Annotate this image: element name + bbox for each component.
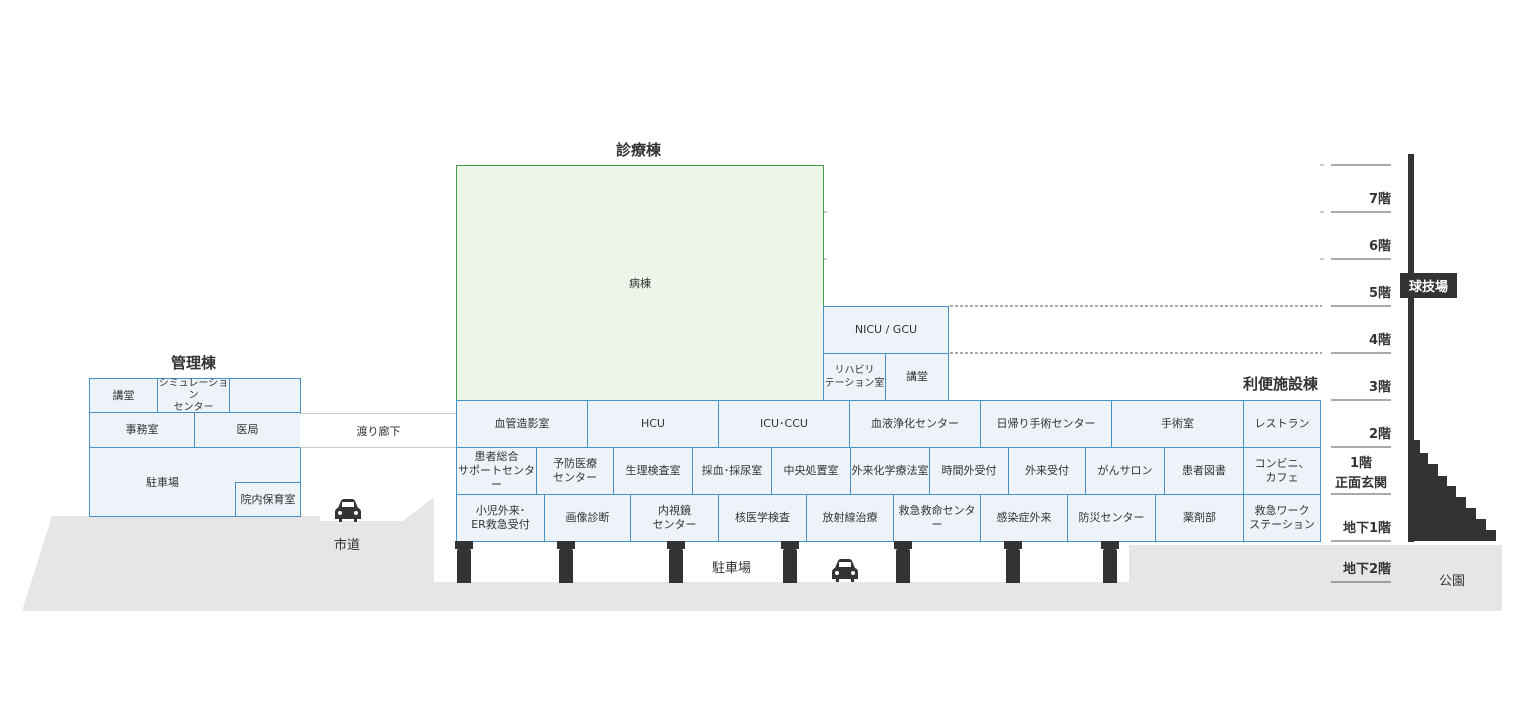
car-icon [335, 499, 361, 522]
physiology-lab: 生理検査室 [613, 447, 693, 495]
main-auditorium: 講堂 [885, 353, 949, 401]
operating-room: 手術室 [1111, 400, 1244, 448]
admin-medical-office: 医局 [194, 412, 301, 448]
admin-auditorium: 講堂 [89, 378, 158, 413]
corridor: 渡り廊下 [300, 413, 457, 448]
floor-label-5f: 5階 [1368, 286, 1391, 301]
stadium-stands [1408, 154, 1496, 542]
emergency-critical-care-center: 救急救命センター [893, 494, 981, 542]
ward-block: 病棟 [456, 165, 824, 401]
city-road-label: 市道 [334, 538, 361, 553]
nicu-gcu: NICU / GCU [823, 306, 949, 354]
floor-label-3f: 3階 [1368, 380, 1391, 395]
floor-label-7f: 7階 [1368, 192, 1391, 207]
floor-rule-lines [1331, 164, 1391, 583]
pillar [894, 541, 912, 583]
admin-simulation-center: シミュレーション センター [157, 377, 230, 413]
hcu: HCU [587, 400, 719, 448]
cancer-salon: がんサロン [1085, 447, 1165, 495]
pillar [455, 541, 473, 583]
admin-parking: 駐車場 [89, 447, 301, 517]
floor-label-4f: 4階 [1368, 333, 1391, 348]
basement-parking-label: 駐車場 [712, 561, 752, 576]
dialysis-center: 血液浄化センター [849, 400, 981, 448]
patient-library: 患者図書 [1164, 447, 1244, 495]
convenience-store-cafe: コンビニ、 カフェ [1243, 447, 1321, 495]
nuclear-medicine: 核医学検査 [718, 494, 807, 542]
endoscopy-center: 内視鏡 センター [630, 494, 719, 542]
blood-urine-collection: 採血･採尿室 [692, 447, 772, 495]
floor-label-b1: 地下1階 [1342, 521, 1391, 536]
infectious-disease-outpatient: 感染症外来 [980, 494, 1068, 542]
floor-rule-ticks [823, 164, 1324, 260]
floor-label-2f: 2階 [1368, 427, 1391, 442]
day-surgery-center: 日帰り手術センター [980, 400, 1112, 448]
admin-empty-room [229, 378, 301, 413]
restaurant: レストラン [1243, 400, 1321, 448]
ground-left [22, 497, 1502, 611]
pillar [781, 541, 799, 583]
angiography-room: 血管造影室 [456, 400, 588, 448]
outpatient-chemotherapy: 外来化学療法室 [850, 447, 930, 495]
after-hours-reception: 時間外受付 [929, 447, 1009, 495]
central-treatment-room: 中央処置室 [771, 447, 851, 495]
radiation-therapy: 放射線治療 [806, 494, 894, 542]
icu-ccu: ICU･CCU [718, 400, 850, 448]
disaster-prevention-center: 防災センター [1067, 494, 1156, 542]
outpatient-reception: 外来受付 [1008, 447, 1086, 495]
pediatric-er-reception: 小児外来･ ER救急受付 [456, 494, 545, 542]
floor-label-1f-entrance: 1階 正面玄関 [1334, 456, 1387, 491]
admin-childcare: 院内保育室 [235, 482, 301, 517]
pillar [1004, 541, 1022, 583]
emergency-workstation: 救急ワーク ステーション [1243, 494, 1321, 542]
main-building-name: 診療棟 [616, 141, 662, 159]
admin-office: 事務室 [89, 412, 195, 448]
admin-building-name: 管理棟 [171, 354, 217, 372]
pillar [667, 541, 685, 583]
stadium-label: 球技場 [1400, 273, 1457, 298]
pillar [557, 541, 575, 583]
car-icon [832, 559, 858, 582]
amenity-building-name: 利便施設棟 [1243, 375, 1319, 393]
diagnostic-imaging: 画像診断 [544, 494, 631, 542]
floor-label-6f: 6階 [1368, 239, 1391, 254]
rehabilitation-room: リハビリ テーション室 [823, 353, 886, 401]
pharmacy: 薬剤部 [1155, 494, 1244, 542]
park-label: 公園 [1439, 574, 1466, 589]
dashed-guides [950, 305, 1322, 354]
floor-label-b2: 地下2階 [1342, 562, 1391, 577]
pillar [1101, 541, 1119, 583]
patient-support-center: 患者総合 サポートセンター [456, 447, 537, 495]
preventive-medicine-center: 予防医療 センター [536, 447, 614, 495]
